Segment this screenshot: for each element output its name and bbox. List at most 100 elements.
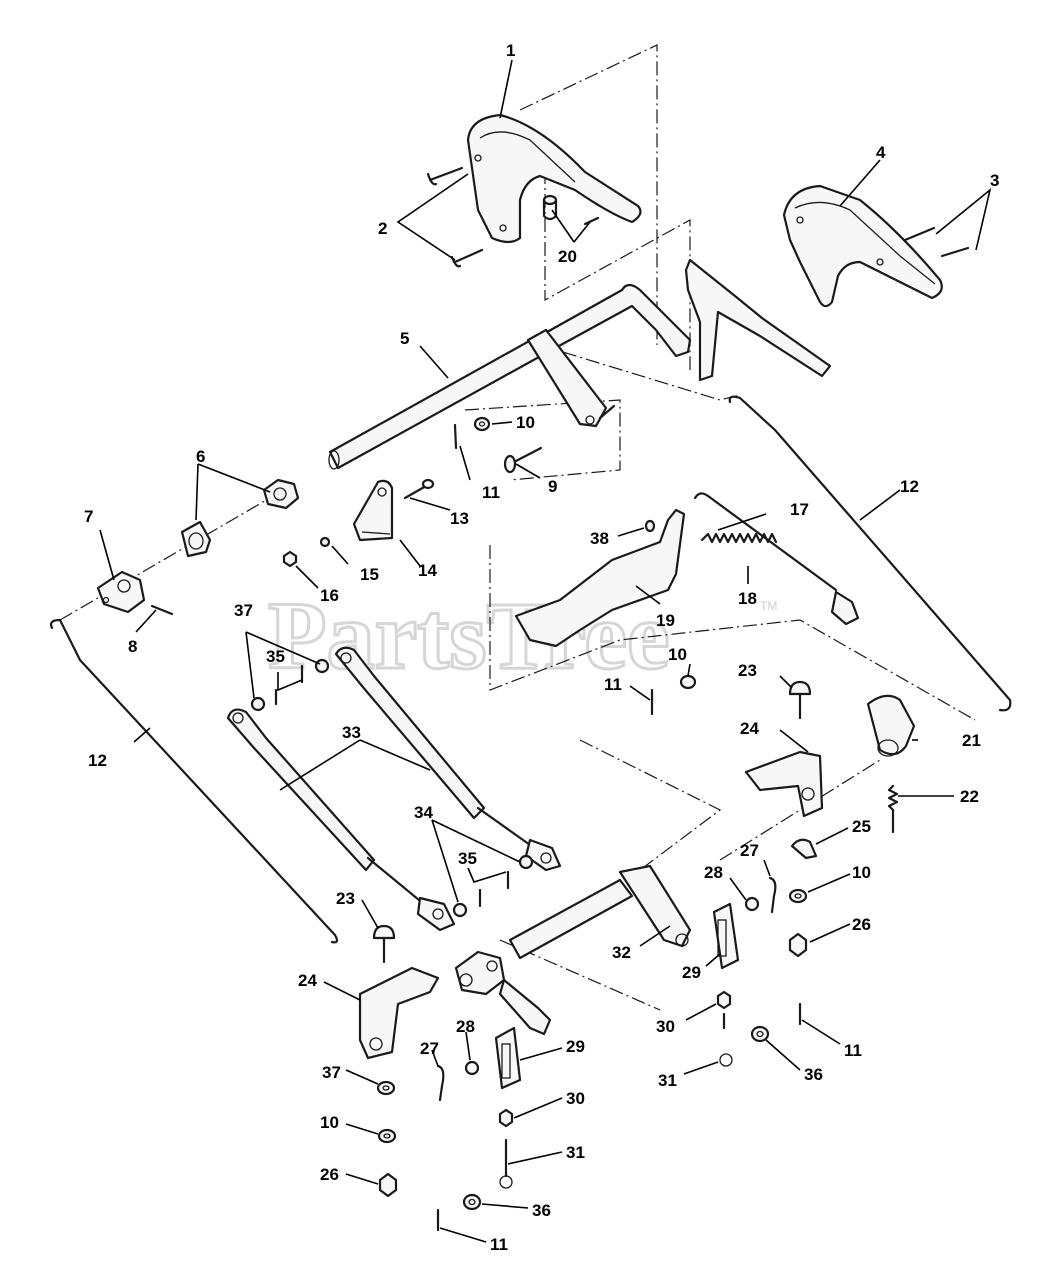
- callout-36-right: 36: [804, 1065, 823, 1084]
- callout-31-left: 31: [566, 1143, 585, 1162]
- part-29-adjuster-left: [494, 1026, 522, 1090]
- callout-labels: 1 2 3 4 5 6 7 8 9 10 11 12 13 14 15 16 1…: [84, 41, 999, 1254]
- part-10-washer-lower: [377, 1128, 397, 1144]
- part-23-carriage-bolt-left: [372, 924, 396, 964]
- callout-27-right: 27: [740, 841, 759, 860]
- part-8-roll-pin: [150, 604, 174, 616]
- callout-35-lower: 35: [458, 849, 477, 868]
- part-15-washer: [319, 536, 331, 548]
- part-22-screw: [887, 784, 899, 834]
- callout-26-right: 26: [852, 915, 871, 934]
- part-31-eyebolt-left: [499, 1138, 513, 1189]
- callout-7: 7: [84, 507, 93, 526]
- callout-3: 3: [990, 171, 999, 190]
- callout-25: 25: [852, 817, 871, 836]
- callout-32: 32: [612, 943, 631, 962]
- callout-37-lower: 37: [322, 1063, 341, 1082]
- callout-16: 16: [320, 586, 339, 605]
- callout-8: 8: [128, 637, 137, 656]
- callout-10-upper: 10: [516, 413, 535, 432]
- callout-13: 13: [450, 509, 469, 528]
- callout-17: 17: [790, 500, 809, 519]
- part-30-nut-right: [716, 990, 732, 1030]
- part-33-gas-springs: [226, 646, 562, 932]
- callout-28-left: 28: [456, 1017, 475, 1036]
- callout-9: 9: [548, 477, 557, 496]
- callout-18: 18: [738, 589, 757, 608]
- callout-19: 19: [656, 611, 675, 630]
- part-34-washers: [452, 854, 534, 918]
- part-10-washer-upper: [473, 416, 491, 432]
- callout-21: 21: [962, 731, 981, 750]
- callout-1: 1: [506, 41, 515, 60]
- part-35-pins-lower: [478, 870, 510, 908]
- part-19-lever: [514, 508, 686, 648]
- callout-15: 15: [360, 565, 379, 584]
- callout-20: 20: [558, 247, 577, 266]
- part-35-pins-upper: [274, 664, 304, 706]
- part-28-washer-left: [464, 1060, 480, 1076]
- part-31-eyebolt-right: [719, 1053, 733, 1067]
- part-14-sector-plate: [352, 479, 394, 542]
- part-7-collar: [96, 570, 146, 614]
- part-21-roller: [866, 694, 916, 757]
- callout-14: 14: [418, 561, 437, 580]
- callout-4: 4: [876, 143, 886, 162]
- callout-24-left: 24: [298, 971, 317, 990]
- part-17-rod: [693, 492, 860, 626]
- callout-29-right: 29: [682, 963, 701, 982]
- part-29-adjuster-right: [712, 902, 740, 970]
- part-11-cotter-upper: [453, 423, 458, 450]
- part-5-lift-shaft: [328, 258, 832, 470]
- part-28-washer-right: [744, 896, 760, 912]
- callout-37-upper: 37: [234, 601, 253, 620]
- callout-12-right: 12: [900, 477, 919, 496]
- callout-10-right: 10: [852, 863, 871, 882]
- part-16-nut: [282, 550, 298, 568]
- part-10-washer-right: [788, 888, 808, 904]
- part-9-clevis-pin: [503, 446, 543, 474]
- part-37-washer-lower: [376, 1080, 396, 1096]
- callout-11-lower: 11: [490, 1235, 508, 1254]
- callout-11-upper: 11: [482, 483, 500, 502]
- callout-31-right: 31: [658, 1071, 677, 1090]
- watermark-trademark: TM: [760, 599, 777, 613]
- part-10-washer-mid: [679, 674, 697, 690]
- part-27-pin-left: [436, 1064, 445, 1102]
- part-26-nut-lower: [378, 1172, 398, 1198]
- callout-10-mid: 10: [668, 645, 687, 664]
- part-3-screws: [903, 226, 970, 258]
- part-1-handle-bracket-left: [466, 113, 642, 244]
- part-25-clip: [790, 838, 818, 860]
- part-36-washer-left: [462, 1193, 482, 1211]
- part-38-clip: [644, 519, 656, 533]
- callout-24-right: 24: [740, 719, 759, 738]
- callout-35-upper: 35: [266, 647, 285, 666]
- callout-28-right: 28: [704, 863, 723, 882]
- part-6-bushings: [180, 478, 300, 558]
- part-30-nut-left: [498, 1108, 514, 1128]
- callout-26-lower: 26: [320, 1165, 339, 1184]
- callout-2: 2: [378, 219, 387, 238]
- part-4-handle-bracket-right: [782, 184, 943, 308]
- part-24-bracket-left: [358, 966, 440, 1060]
- part-12-lift-link-left: [49, 618, 339, 944]
- part-20-spacer: [542, 194, 600, 226]
- callout-27-left: 27: [420, 1039, 439, 1058]
- callout-36-left: 36: [532, 1201, 551, 1220]
- callout-23-right: 23: [738, 661, 757, 680]
- callout-29-left: 29: [566, 1037, 585, 1056]
- part-12-lift-link-right: [728, 395, 1012, 712]
- callout-33: 33: [342, 723, 361, 742]
- callout-30-right: 30: [656, 1017, 675, 1036]
- part-24-bracket-right: [744, 750, 824, 818]
- callout-11-right: 11: [844, 1041, 862, 1060]
- part-13-screw: [403, 478, 435, 500]
- callout-6: 6: [196, 447, 205, 466]
- callout-12-left: 12: [88, 751, 107, 770]
- callout-30-left: 30: [566, 1089, 585, 1108]
- callout-10-lower: 10: [320, 1113, 339, 1132]
- part-27-pin-right: [768, 876, 777, 914]
- callout-34: 34: [414, 803, 433, 822]
